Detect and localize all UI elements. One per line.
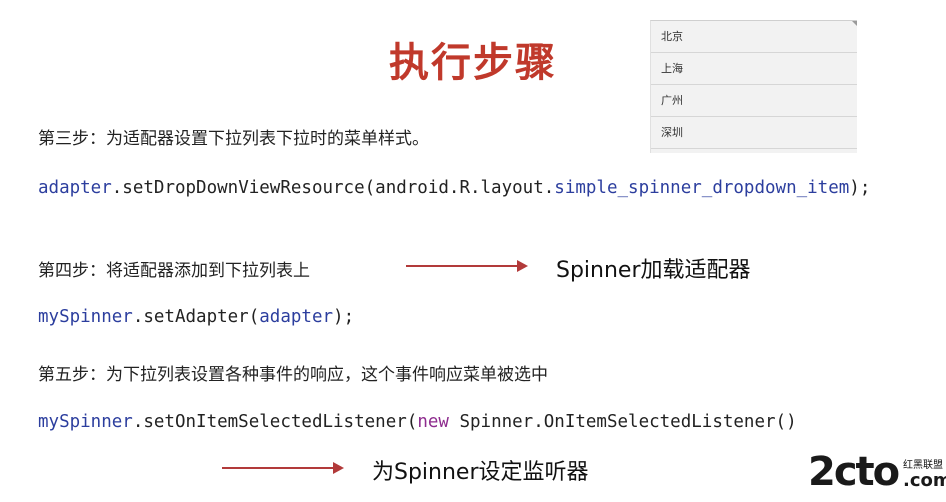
logo-main-text: 2cto — [808, 449, 900, 495]
listener-note: 为Spinner设定监听器 — [372, 460, 589, 485]
code-arg-adapter: adapter — [259, 307, 334, 327]
arrow-right-icon — [406, 260, 528, 272]
step-five-text: 第五步：为下拉列表设置各种事件的响应，这个事件响应菜单被选中 — [38, 365, 548, 385]
code-set-dropdown-resource: adapter.setDropDownViewResource(android.… — [38, 176, 938, 200]
code-method-set-adapter: .setAdapter( — [132, 307, 260, 327]
spinner-dropdown-list[interactable]: 北京 上海 广州 深圳 — [650, 20, 857, 153]
logo-com-text: .com — [903, 470, 946, 491]
page-title: 执行步骤 — [389, 40, 557, 86]
logo-sub-text: 红黑联盟 — [903, 460, 943, 471]
code-set-listener: mySpinner.setOnItemSelectedListener(new … — [38, 410, 938, 434]
site-logo: 2cto 红黑联盟 .com — [808, 449, 946, 498]
dropdown-item-beijing[interactable]: 北京 — [651, 21, 857, 53]
step-three-text: 第三步：为适配器设置下拉列表下拉时的菜单样式。 — [38, 129, 429, 149]
code-method-set-listener: .setOnItemSelectedListener( — [132, 412, 418, 432]
code-var-myspinner: mySpinner — [38, 412, 133, 432]
code-keyword-new: new — [417, 412, 449, 432]
arrow-right-icon — [222, 462, 344, 474]
code-var-adapter: adapter — [38, 178, 112, 198]
code-resource-name: simple_spinner_dropdown_item — [554, 178, 850, 198]
step-four-text: 第四步：将适配器添加到下拉列表上 — [38, 261, 310, 281]
code-var-myspinner: mySpinner — [38, 307, 133, 327]
adapter-note: Spinner加载适配器 — [556, 258, 751, 283]
code-method-set-dropdown: .setDropDownViewResource(android.R.layou… — [111, 178, 555, 198]
code-listener-class: Spinner.OnItemSelectedListener() — [448, 412, 797, 432]
dropdown-item-shenzhen[interactable]: 深圳 — [651, 117, 857, 149]
dropdown-item-shanghai[interactable]: 上海 — [651, 53, 857, 85]
dropdown-corner-icon — [851, 21, 857, 26]
code-line-end: ); — [333, 307, 355, 327]
dropdown-item-guangzhou[interactable]: 广州 — [651, 85, 857, 117]
code-set-adapter: mySpinner.setAdapter(adapter); — [38, 305, 938, 329]
code-line-end: ); — [849, 178, 871, 198]
